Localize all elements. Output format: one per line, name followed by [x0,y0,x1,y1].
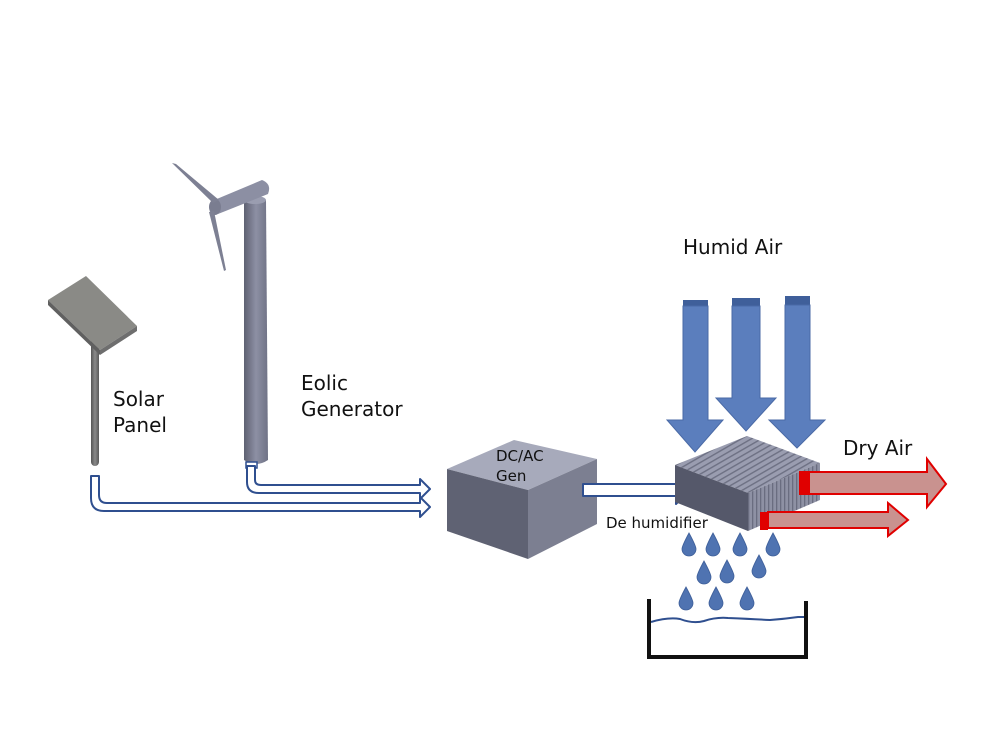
water-tank [647,599,808,659]
water-drop [696,560,712,585]
dry-air-arrow [799,456,948,510]
inverter-label-line2: Gen [496,467,527,485]
turbine-tower [244,200,268,464]
solar-panel-label-line2: Panel [113,413,167,437]
power-line-solar [90,475,431,518]
solar-panel-surface [48,276,137,350]
wind-turbine [172,163,270,469]
water-drop [739,586,755,611]
solar-panel-edge-side [100,326,137,355]
solar-panel [48,276,137,466]
tank-outline [647,599,808,659]
water-drop [751,554,767,579]
eolic-generator-label: Eolic Generator [301,370,403,422]
water-drops [678,532,781,611]
dehumidifier-label: De humidifier [606,514,708,532]
dehumidifier-top [675,436,820,493]
power-line-wind [246,465,431,500]
inverter-label: DC/AC Gen [496,446,544,486]
turbine-hub [209,199,221,215]
dry-air-label: Dry Air [843,436,913,460]
solar-panel-pole [91,338,99,466]
inverter-right [528,459,597,559]
water-drop [678,586,694,611]
water-drop [705,532,721,557]
dehumidifier-left [675,465,748,531]
water-drop [732,532,748,557]
solar-panel-label-line1: Solar [113,387,164,411]
inverter-label-line1: DC/AC [496,447,544,465]
solar-panel-label: Solar Panel [113,386,167,438]
solar-panel-edge [48,300,100,355]
turbine-blade-upper [172,163,219,203]
water-drop [681,532,697,557]
turbine-nacelle [212,180,270,214]
turbine-blade-lower [209,211,226,271]
dry-air-arrow [760,500,910,539]
inverter-top [447,440,597,490]
power-line-inverter [582,475,691,505]
water-surface [650,616,805,624]
humid-air-label: Humid Air [683,235,783,259]
humid-air-arrow [665,300,725,453]
humid-air-arrow [767,296,827,449]
humid-air-arrows [665,296,827,453]
water-drop [708,586,724,611]
dry-air-arrows [760,456,948,539]
water-drop [719,559,735,584]
water-drop [765,532,781,557]
inverter-left [447,469,528,559]
eolic-generator-label-line2: Generator [301,397,403,421]
eolic-generator-label-line1: Eolic [301,371,348,395]
inverter-box [447,440,597,559]
humid-air-arrow [714,298,778,432]
